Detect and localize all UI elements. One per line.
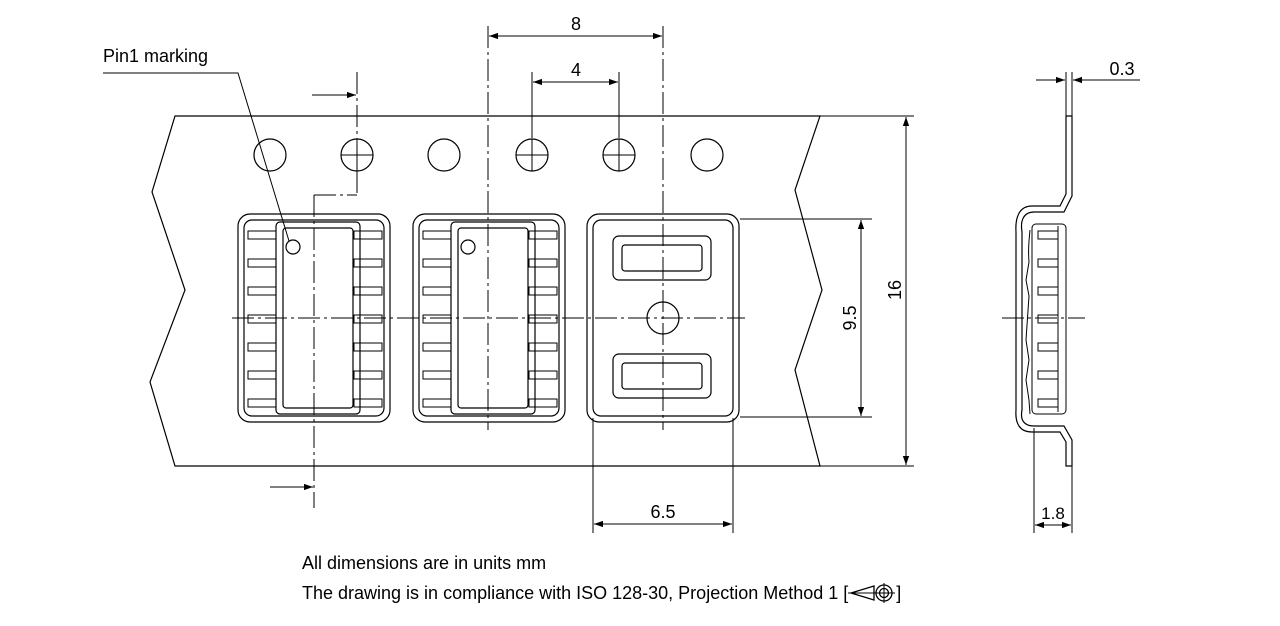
dimension-4: 4: [531, 60, 620, 138]
dim-1-8-text: 1.8: [1041, 504, 1065, 523]
pocket-2: [412, 213, 566, 423]
dim-8-text: 8: [571, 14, 581, 34]
dim-16-text: 16: [885, 280, 905, 300]
side-view: [1002, 115, 1085, 467]
vertical-center-lines: [313, 26, 664, 508]
sprocket-hole: [253, 138, 287, 172]
dimension-8: 8: [489, 14, 662, 40]
dimension-6-5: 6.5: [592, 418, 734, 533]
sprocket-hole: [427, 138, 461, 172]
dim-4-text: 4: [571, 60, 581, 80]
sprocket-hole: [690, 138, 724, 172]
compliance-text: The drawing is in compliance with ISO 12…: [302, 583, 849, 603]
dimension-1-8: 1.8: [1033, 428, 1073, 533]
projection-method-icon: [848, 583, 896, 603]
pin1-dot: [285, 239, 301, 255]
dimension-9-5: 9.5: [740, 218, 872, 418]
dim-9-5-text: 9.5: [840, 305, 860, 330]
compliance-note: The drawing is in compliance with ISO 12…: [302, 582, 901, 604]
pin1-marking-label: Pin1 marking: [103, 46, 208, 66]
pin1-dot: [460, 239, 476, 255]
component-leads-right: [353, 230, 383, 408]
pin1-leader-line: [103, 72, 290, 242]
dimension-16: 16: [820, 115, 914, 467]
dim-6-5-text: 6.5: [650, 502, 675, 522]
dimension-0-3: 0.3: [1036, 59, 1140, 118]
component-leads-left: [247, 230, 277, 408]
dim-0-3-text: 0.3: [1109, 59, 1134, 79]
compliance-bracket: ]: [896, 583, 902, 603]
units-note: All dimensions are in units mm: [302, 553, 547, 573]
component-body: [275, 221, 361, 415]
